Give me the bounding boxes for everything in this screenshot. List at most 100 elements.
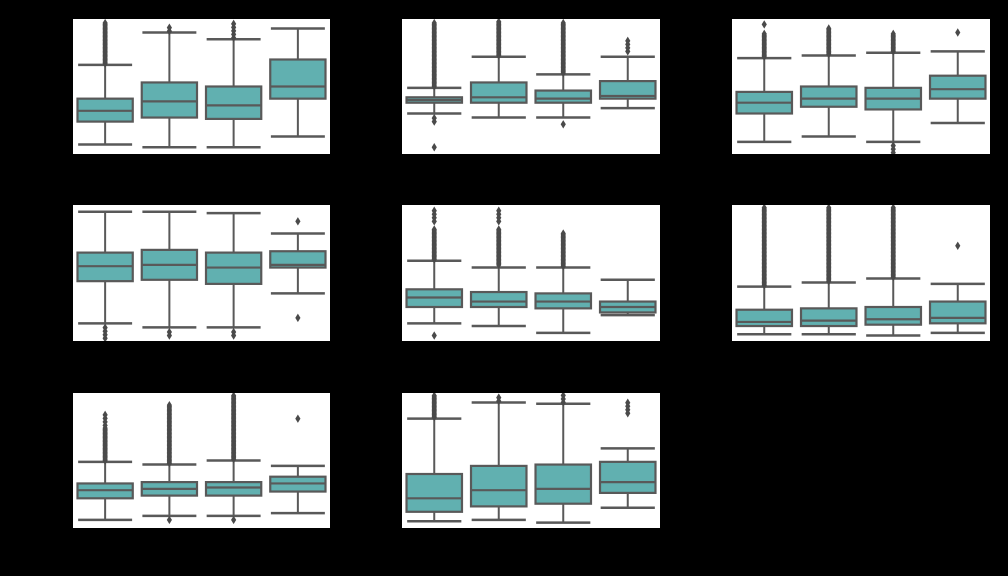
box-rect [928, 74, 987, 100]
outlier-diamond [166, 327, 172, 337]
outlier-diamond [560, 393, 566, 400]
outlier-diamond [295, 313, 301, 323]
outlier-diamond [231, 327, 237, 337]
outlier-diamond [890, 205, 896, 212]
box-3 [534, 229, 593, 335]
box-2 [799, 24, 858, 138]
box-1 [76, 210, 134, 341]
box-rect [469, 290, 528, 309]
box-1 [735, 205, 794, 336]
subplot-2-svg [405, 19, 657, 152]
box-rect [799, 85, 858, 108]
box-3 [864, 205, 923, 337]
outlier-diamond [560, 120, 566, 129]
box-1 [405, 19, 464, 152]
outlier-diamond [955, 241, 961, 250]
box-4 [269, 27, 327, 138]
subplot-1-panel [73, 19, 330, 154]
box-1 [405, 206, 464, 340]
outlier-diamond [431, 206, 437, 215]
box-2 [140, 210, 199, 340]
outlier-diamond [955, 28, 961, 37]
box-rect [204, 480, 263, 497]
box-4 [928, 241, 987, 335]
box-2 [469, 206, 528, 328]
outlier-diamond [102, 19, 108, 28]
outlier-diamond [431, 393, 437, 400]
outlier-diamond [890, 29, 896, 39]
box-rect [598, 460, 657, 494]
outlier-diamond [431, 143, 437, 152]
outlier-diamond [560, 19, 566, 28]
outlier-diamond [560, 229, 566, 238]
box-3 [534, 393, 593, 524]
box-4 [269, 414, 327, 515]
outlier-diamond [496, 225, 502, 234]
box-rect [864, 305, 923, 326]
box-rect [534, 463, 593, 505]
outlier-diamond [625, 36, 631, 46]
subplot-6-panel [732, 205, 990, 341]
outlier-diamond [431, 113, 437, 123]
subplot-7-svg [76, 393, 327, 525]
box-4 [269, 217, 327, 323]
outlier-diamond [625, 398, 631, 407]
box-3 [204, 393, 263, 525]
subplot-3-panel [732, 19, 990, 154]
box-2 [140, 23, 199, 149]
box-3 [204, 19, 263, 149]
box-rect [405, 472, 464, 513]
box-1 [405, 393, 464, 523]
box-3 [534, 19, 593, 129]
box-3 [204, 211, 263, 340]
outlier-diamond [231, 19, 237, 29]
outlier-diamond [496, 19, 502, 26]
subplot-4-svg [76, 210, 327, 341]
box-rect [204, 85, 263, 121]
subplot-5-panel [402, 205, 660, 341]
subplot-3-svg [735, 20, 987, 154]
box-rect [735, 308, 794, 328]
outlier-diamond [102, 323, 108, 332]
subplot-8-svg [405, 393, 657, 524]
box-2 [469, 393, 528, 522]
outlier-diamond [295, 217, 301, 226]
outlier-diamond [231, 393, 237, 400]
outlier-diamond [431, 19, 437, 28]
subplot-4-panel [73, 205, 330, 341]
outlier-diamond [431, 331, 437, 340]
outlier-diamond [890, 141, 896, 150]
box-rect [269, 250, 327, 269]
subplot-7-panel [73, 393, 330, 528]
outlier-diamond [431, 225, 437, 234]
subplot-2-panel [402, 19, 660, 154]
box-rect [140, 81, 199, 119]
box-2 [799, 205, 858, 336]
box-4 [598, 36, 657, 110]
box-2 [469, 19, 528, 119]
subplot-1-svg [76, 19, 327, 149]
box-4 [928, 28, 987, 125]
outlier-diamond [826, 205, 832, 212]
subplot-6-svg [735, 205, 987, 337]
outlier-diamond [761, 29, 767, 39]
subplot-8-panel [402, 393, 660, 528]
box-rect [598, 79, 657, 100]
subplot-5-svg [405, 206, 657, 340]
box-1 [76, 410, 134, 522]
box-rect [928, 300, 987, 325]
outlier-diamond [295, 414, 301, 423]
box-1 [76, 19, 134, 146]
box-rect [469, 81, 528, 104]
outlier-diamond [761, 205, 767, 212]
box-rect [469, 464, 528, 508]
box-4 [598, 398, 657, 509]
outlier-diamond [166, 23, 172, 32]
box-rect [534, 89, 593, 104]
outlier-diamond [826, 24, 832, 33]
outlier-diamond [166, 400, 172, 410]
box-rect [799, 307, 858, 328]
box-2 [140, 400, 199, 525]
box-rect [269, 58, 327, 100]
